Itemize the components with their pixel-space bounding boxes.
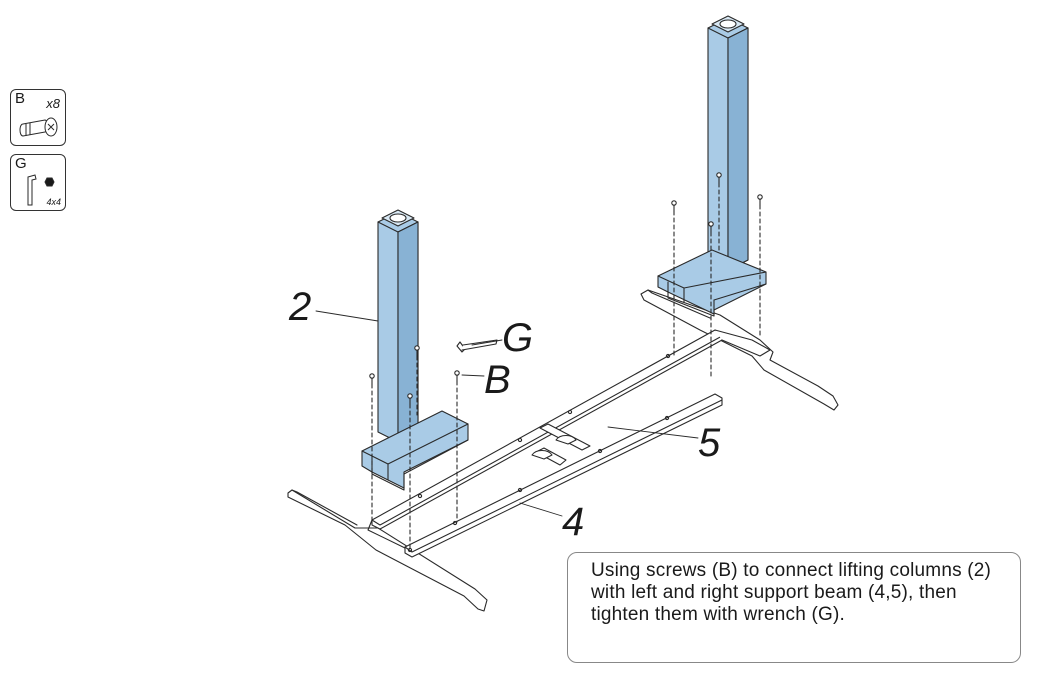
- leader-lines: [315, 310, 699, 517]
- beam-connector: [367, 329, 771, 549]
- part-quantity: x8: [46, 96, 60, 111]
- lifting-column-right: [657, 15, 767, 317]
- screws: [369, 172, 763, 549]
- screw-icon: [19, 117, 58, 137]
- callout-screw: B: [484, 358, 511, 402]
- screw-icon: [757, 194, 763, 337]
- screw-icon: [369, 373, 375, 521]
- part-card-hex-key: G 4x4: [10, 154, 66, 211]
- left-foot: [287, 489, 488, 612]
- screw-icon: [414, 345, 420, 416]
- lifting-column-left: [361, 209, 469, 491]
- right-foot: [640, 289, 839, 411]
- hex-key-icon: [27, 174, 55, 206]
- callout-right-beam: 5: [698, 421, 721, 465]
- screw-icon: [454, 370, 460, 523]
- beam-4: [404, 393, 723, 558]
- part-size: 4x4: [46, 197, 61, 207]
- part-letter: B: [15, 90, 26, 107]
- callout-left-beam: 4: [562, 500, 585, 544]
- screw-icon: [716, 172, 722, 253]
- callout-column: 2: [289, 285, 312, 329]
- screw-icon: [708, 221, 714, 377]
- callout-wrench: G: [502, 316, 534, 360]
- part-letter: G: [15, 155, 27, 172]
- part-card-screw: B x8: [10, 89, 66, 146]
- screw-icon: [671, 200, 677, 358]
- instruction-text: Using screws (B) to connect lifting colu…: [591, 560, 992, 625]
- screw-icon: [407, 393, 413, 549]
- instruction-box: Using screws (B) to connect lifting colu…: [567, 552, 1021, 663]
